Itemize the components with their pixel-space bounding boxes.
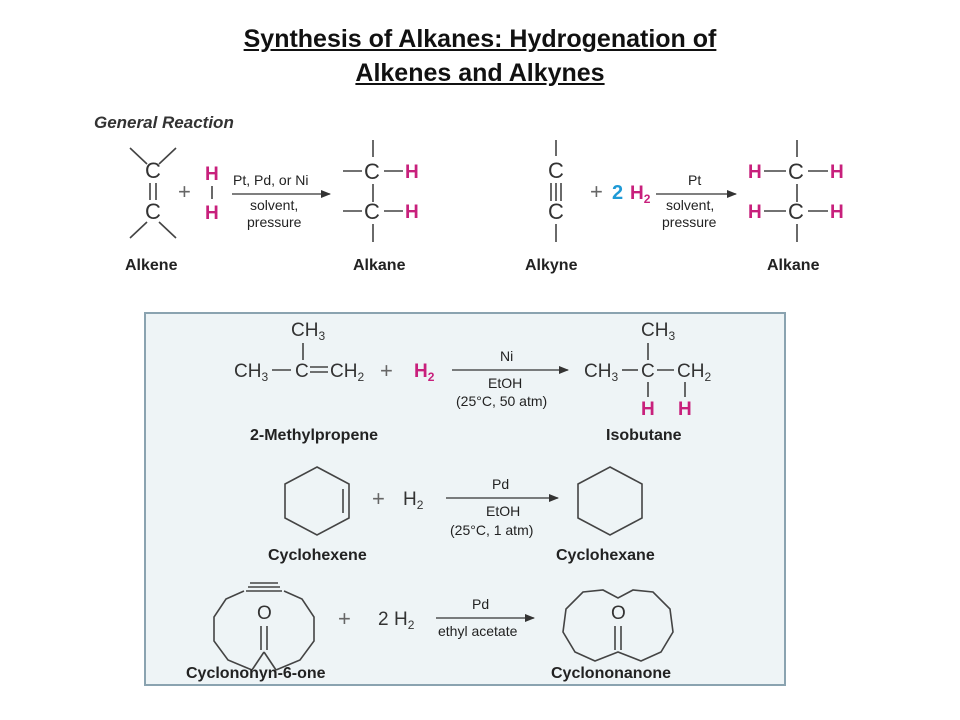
example-1-product-label: Isobutane [606, 427, 682, 444]
conditions-1-bottom-1: solvent, [250, 197, 298, 213]
general-reaction-heading: General Reaction [94, 113, 234, 132]
plus-sign-1: + [178, 179, 191, 204]
example-3-reactant-label: Cyclononyn-6-one [186, 665, 326, 682]
plus-sign-2: + [590, 179, 603, 204]
examples-box [144, 312, 786, 686]
cyclononynone-structure: O [213, 582, 315, 671]
conditions-2-bottom-2: pressure [662, 214, 717, 230]
example-2-product-label: Cyclohexane [556, 547, 655, 564]
svg-text:CH2: CH2 [330, 361, 364, 384]
alkane-structure-2: H C H H C H [748, 140, 844, 242]
svg-text:H: H [205, 203, 219, 224]
title-line-2: Alkenes and Alkynes [355, 59, 605, 87]
plus-sign-5: + [338, 606, 351, 631]
example-2-conditions-top: Pd [492, 476, 509, 492]
h2-molecule-1: H H [205, 164, 219, 224]
svg-text:H: H [641, 399, 655, 420]
svg-text:H: H [405, 202, 419, 223]
svg-text:CH3: CH3 [291, 320, 325, 343]
example-2-reactant-label: Cyclohexene [268, 547, 367, 564]
svg-text:CH3: CH3 [234, 361, 268, 384]
alkene-label: Alkene [125, 257, 178, 274]
conditions-1-bottom-2: pressure [247, 214, 302, 230]
cyclohexene-structure [284, 466, 350, 536]
svg-text:C: C [788, 199, 804, 224]
svg-text:O: O [257, 603, 272, 624]
svg-text:CH3: CH3 [641, 320, 675, 343]
page-title: Synthesis of Alkanes: Hydrogenation of A… [0, 22, 960, 90]
svg-text:H: H [830, 202, 844, 223]
example-3-coefficient: 2 [378, 609, 389, 630]
svg-text:C: C [295, 361, 309, 382]
alkane-label-1: Alkane [353, 257, 406, 274]
alkane-structure-1: C H C H [343, 140, 419, 242]
cyclononanone-structure: O [562, 589, 674, 662]
example-1-reactant-label: 2-Methylpropene [250, 427, 378, 444]
alkyne-label: Alkyne [525, 257, 578, 274]
svg-text:H: H [748, 202, 762, 223]
methylpropene-structure: CH3 CH3 C CH2 [234, 320, 364, 384]
svg-text:H: H [830, 162, 844, 183]
h2-molecule-2: H2 [630, 183, 651, 206]
example-2-conditions-bottom-2: (25°C, 1 atm) [450, 522, 533, 538]
alkene-structure: C C [129, 147, 177, 239]
alkene-carbon-top: C [145, 158, 161, 183]
conditions-2-top: Pt [688, 172, 701, 188]
svg-text:C: C [364, 159, 380, 184]
svg-text:C: C [548, 158, 564, 183]
example-3-product-label: Cyclononanone [551, 665, 671, 682]
example-2-conditions-bottom-1: EtOH [486, 503, 520, 519]
svg-text:O: O [611, 603, 626, 624]
alkyne-structure: C C [548, 140, 564, 242]
isobutane-structure: CH3 CH3 C CH2 H H [584, 320, 711, 420]
svg-text:C: C [788, 159, 804, 184]
svg-text:H: H [678, 399, 692, 420]
plus-sign-4: + [372, 486, 385, 511]
example-3-conditions-bottom: ethyl acetate [438, 623, 518, 639]
cyclohexane-structure [577, 466, 643, 536]
plus-sign-3: + [380, 358, 393, 383]
svg-text:H: H [205, 164, 219, 185]
svg-text:CH3: CH3 [584, 361, 618, 384]
svg-text:C: C [364, 199, 380, 224]
h2-coefficient: 2 [612, 182, 623, 204]
svg-text:C: C [548, 199, 564, 224]
svg-text:CH2: CH2 [677, 361, 711, 384]
alkene-carbon-bottom: C [145, 199, 161, 224]
svg-text:H: H [748, 162, 762, 183]
conditions-2-bottom-1: solvent, [666, 197, 714, 213]
example-1-conditions-bottom-1: EtOH [488, 375, 522, 391]
example-3-conditions-top: Pd [472, 596, 489, 612]
example-1-conditions-top: Ni [500, 348, 513, 364]
title-line-1: Synthesis of Alkanes: Hydrogenation of [243, 25, 717, 53]
example-1-conditions-bottom-2: (25°C, 50 atm) [456, 393, 547, 409]
conditions-1-top: Pt, Pd, or Ni [233, 172, 308, 188]
alkane-label-2: Alkane [767, 257, 820, 274]
svg-text:C: C [641, 361, 655, 382]
svg-text:H: H [405, 162, 419, 183]
